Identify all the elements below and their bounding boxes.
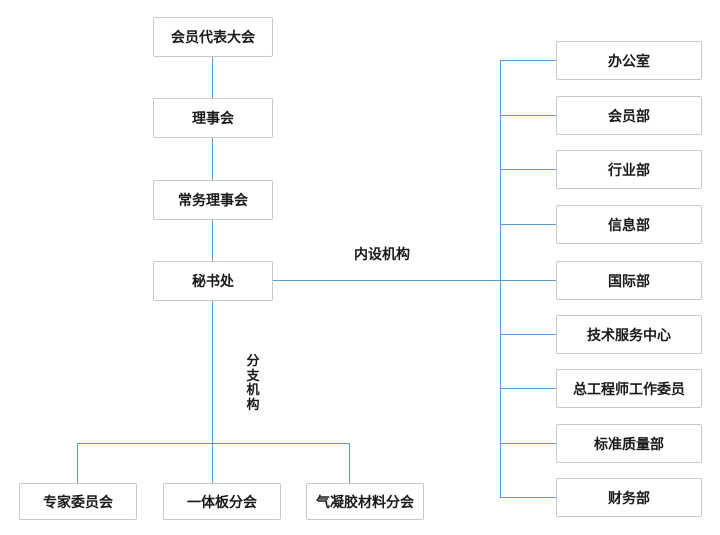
node-dept-information: 信息部 xyxy=(556,205,702,244)
node-dept-tech-service: 技术服务中心 xyxy=(556,315,702,354)
node-standing-council: 常务理事会 xyxy=(153,180,273,220)
connector-dept-standards xyxy=(500,443,556,444)
label-internal-departments: 内设机构 xyxy=(354,246,410,262)
node-dept-office: 办公室 xyxy=(556,41,702,80)
label-branches: 分支机构 xyxy=(246,353,260,412)
node-dept-chief-engineer: 总工程师工作委员 xyxy=(556,369,702,408)
connector-standing-secretariat xyxy=(212,220,213,261)
node-secretariat: 秘书处 xyxy=(153,261,273,301)
connector-branch-experts xyxy=(77,443,78,483)
connector-dept-international xyxy=(500,280,556,281)
node-branch-integrated-board: 一体板分会 xyxy=(163,483,281,520)
node-branch-expert-committee: 专家委员会 xyxy=(19,483,137,520)
node-council: 理事会 xyxy=(153,98,273,138)
node-branch-aerogel-materials: 气凝胶材料分会 xyxy=(306,483,424,520)
connector-dept-office xyxy=(500,60,556,61)
connector-council-standing xyxy=(212,138,213,180)
node-dept-finance: 财务部 xyxy=(556,478,702,517)
connector-dept-membership xyxy=(500,115,556,116)
node-dept-membership: 会员部 xyxy=(556,96,702,135)
node-dept-international: 国际部 xyxy=(556,261,702,300)
connector-secretariat-branches xyxy=(212,301,213,483)
node-dept-standards: 标准质量部 xyxy=(556,424,702,463)
connector-branch-aerogel xyxy=(349,443,350,483)
connector-dept-tech-service xyxy=(500,334,556,335)
connector-dept-chief-engineer xyxy=(500,388,556,389)
connector-dept-industry xyxy=(500,169,556,170)
node-dept-industry: 行业部 xyxy=(556,150,702,189)
departments-trunk-line xyxy=(500,60,501,498)
branches-trunk-line xyxy=(77,443,350,444)
connector-dept-finance xyxy=(500,497,556,498)
node-member-congress: 会员代表大会 xyxy=(153,17,273,57)
connector-secretariat-departments xyxy=(273,280,556,281)
connector-dept-information xyxy=(500,224,556,225)
connector-congress-council xyxy=(212,57,213,98)
